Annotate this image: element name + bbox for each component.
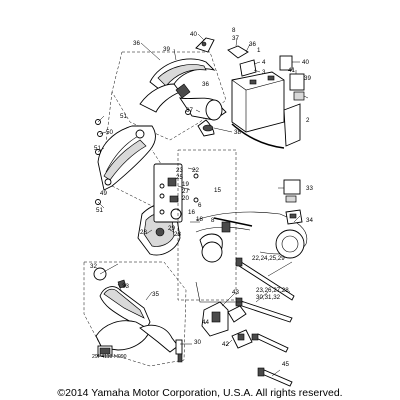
leader-lines (97, 33, 309, 377)
callout-label: 30 (194, 339, 201, 346)
sensor-assembly (195, 281, 253, 349)
callout-label: 34 (306, 217, 313, 224)
callout-label: 42 (222, 341, 229, 348)
callout-label: 38 (234, 129, 241, 136)
side-panel-assembly (97, 125, 171, 211)
callout-label: 51 (120, 113, 127, 120)
callout-label: 36 (133, 40, 140, 47)
callout-label: 40 (190, 31, 197, 38)
air-duct-assembly (103, 37, 227, 161)
callout-label: 50 (106, 129, 113, 136)
callout-label: 45 (282, 361, 289, 368)
callout-label: 49 (100, 190, 107, 197)
diagram-code: 29P4110-H090 (92, 354, 127, 360)
callout-label: 36 (202, 81, 209, 88)
callout-label: 15 (214, 187, 221, 194)
callout-label: 6 (198, 202, 202, 209)
battery-assembly (227, 45, 305, 149)
copyright-text: ©2014 Yamaha Motor Corporation, U.S.A. A… (57, 387, 342, 399)
callout-label: 41 (288, 67, 295, 74)
callout-label: 30,31,32 (256, 294, 281, 301)
callout-label: 20 (182, 195, 189, 202)
callout-label: 22 (192, 167, 199, 174)
callout-label: 8 (211, 217, 215, 224)
callout-label: 37 (186, 107, 193, 114)
callout-label: 51 (96, 207, 103, 214)
callout-label: 44 (202, 319, 209, 326)
callout-label: 39 (163, 46, 170, 53)
callout-label: 3 (262, 69, 266, 76)
lower-bracket-assembly (83, 261, 187, 367)
callout-label: 51 (94, 145, 101, 152)
callout-label: 23 (176, 167, 183, 174)
callout-label: 33 (122, 283, 129, 290)
callout-label: 23,26,27,28, (256, 287, 291, 294)
cable-ties (235, 257, 295, 387)
callout-label: 25 (176, 174, 183, 181)
callout-label: 33 (306, 185, 313, 192)
callout-label: 1 (257, 47, 261, 54)
callout-label: 2 (306, 117, 310, 124)
callout-label: 36 (249, 41, 256, 48)
vehicle-silhouette (195, 211, 308, 263)
callout-label: 35 (152, 291, 159, 298)
callout-label: 27 (182, 188, 189, 195)
callout-label: 43 (232, 289, 239, 296)
callout-label: 28 (174, 231, 181, 238)
callout-label: 18 (196, 216, 203, 223)
callout-label: 29 (168, 225, 175, 232)
callout-label: 39 (304, 75, 311, 82)
ecu-assembly (137, 149, 237, 301)
right-relays (283, 179, 303, 225)
callout-label: 8 (232, 27, 236, 34)
callout-label: 4 (262, 59, 266, 66)
callout-label: 28 (140, 229, 147, 236)
callout-label: 32 (90, 263, 97, 270)
callout-label: 19 (182, 181, 189, 188)
callout-label: 37 (232, 35, 239, 42)
callout-labels: 36 39 40 8 37 36 4 1 3 40 41 39 36 37 38… (90, 27, 313, 368)
callout-label: 40 (302, 59, 309, 66)
callout-label: 22,24,25,29 (252, 255, 285, 262)
callout-label: 16 (188, 209, 195, 216)
